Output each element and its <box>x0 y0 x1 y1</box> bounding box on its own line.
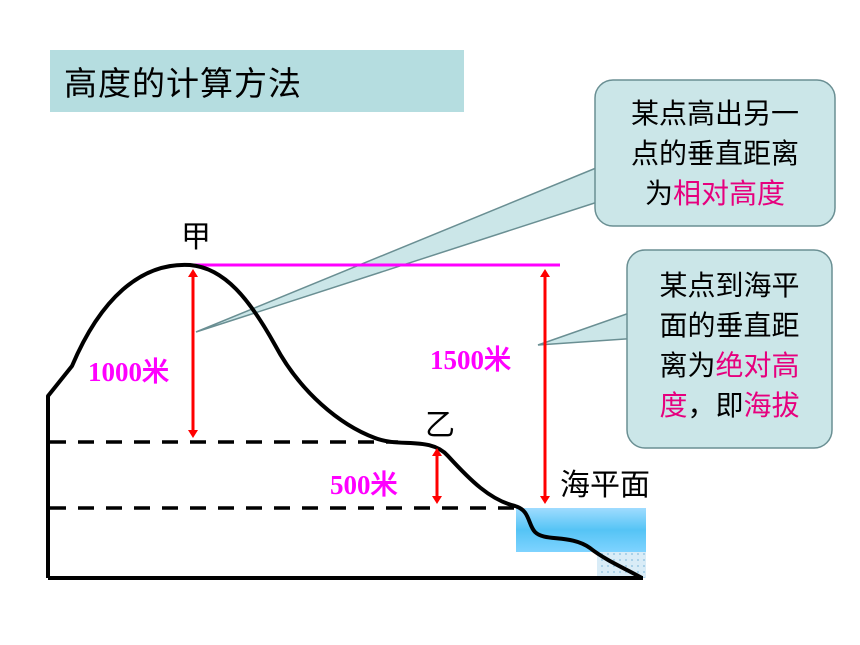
callout-absolute-box <box>626 249 833 449</box>
callout-absolute-line3: 离为绝对高 <box>659 349 800 382</box>
mountain-profile <box>46 262 643 580</box>
callout-absolute-text: 某点到海平 面的垂直距 离为绝对高 度，即海拔 <box>627 266 832 426</box>
callout-relative-line3: 为相对高度 <box>644 177 786 210</box>
height-500-label: 500米 <box>330 470 398 500</box>
callout-absolute-line1: 某点到海平 <box>659 269 800 302</box>
callout-absolute-pointer <box>537 308 641 346</box>
callout-absolute-line4: 度，即海拔 <box>659 389 800 422</box>
height-1500-label: 1500米 <box>430 345 511 375</box>
callout-absolute-line2: 面的垂直距 <box>659 309 800 342</box>
point-yi-label: 乙 <box>425 408 455 443</box>
callout-relative-text: 某点高出另一 点的垂直距离 为相对高度 <box>595 94 835 214</box>
term-altitude: 海拔 <box>743 389 800 422</box>
term-absolute-height: 绝对高 <box>715 349 800 382</box>
callout-relative-line1: 某点高出另一 <box>630 97 799 130</box>
term-relative-height: 相对高度 <box>673 177 786 210</box>
page-title: 高度的计算方法 <box>64 64 302 103</box>
title-box: 高度的计算方法 <box>50 50 464 112</box>
callout-relative-pointer <box>195 167 612 333</box>
callout-relative-line2: 点的垂直距离 <box>630 137 799 170</box>
sea-level-label: 海平面 <box>560 468 650 503</box>
callout-relative-box <box>594 79 836 227</box>
height-1000-label: 1000米 <box>88 357 169 387</box>
peak-jia-label: 甲 <box>181 220 211 255</box>
